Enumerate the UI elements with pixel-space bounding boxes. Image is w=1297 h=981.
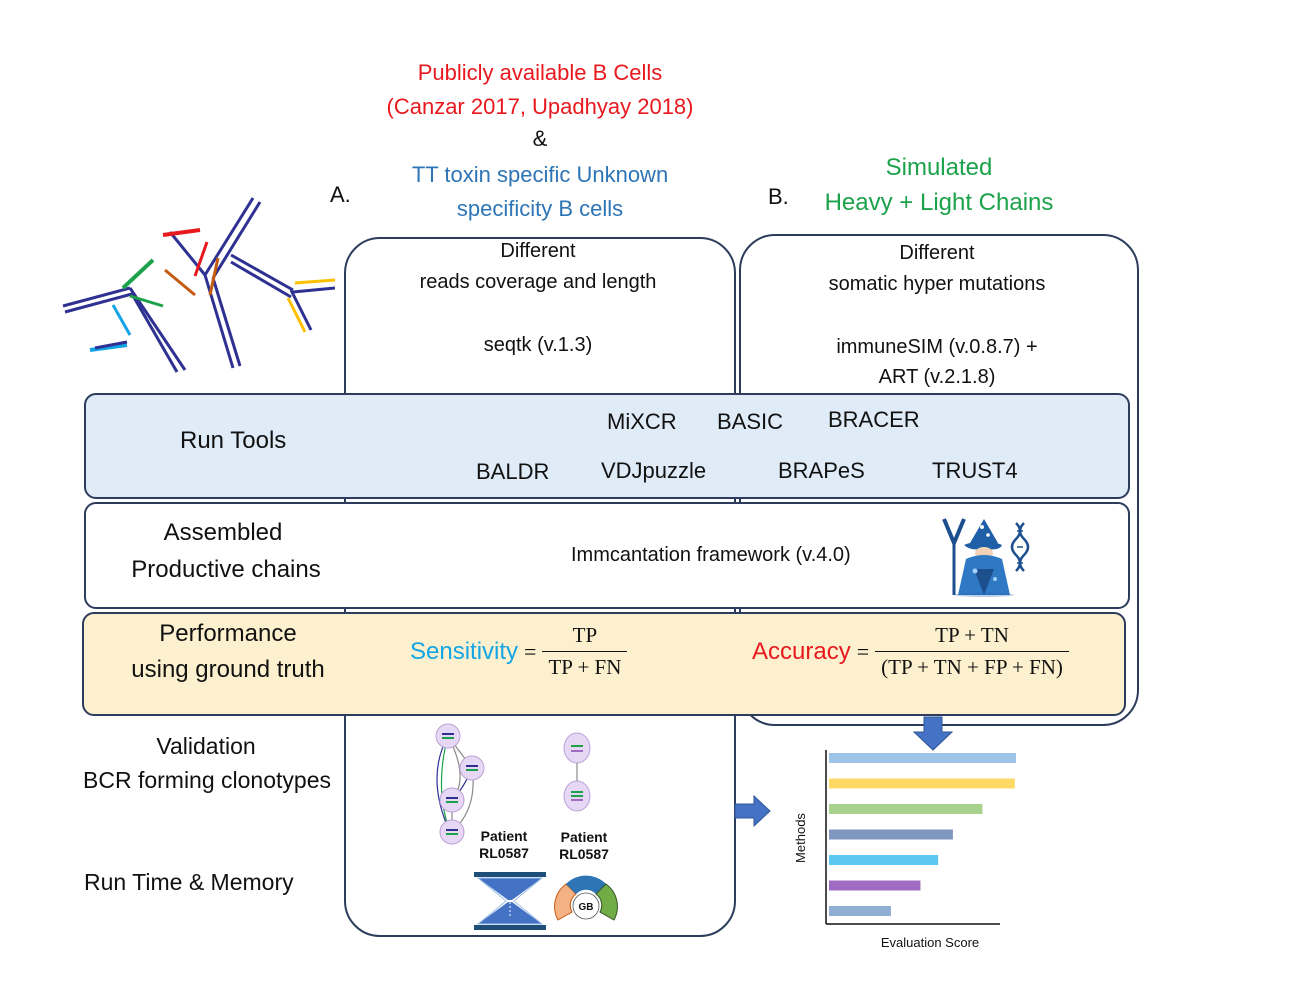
network-nodes bbox=[435, 723, 591, 845]
tool-vdjpuzzle: VDJpuzzle bbox=[601, 458, 707, 483]
chart-bar-1 bbox=[829, 753, 1016, 763]
accuracy-formula: Accuracy = TP + TN (TP + TN + FP + FN) bbox=[752, 623, 1069, 680]
tt-toxin-line2: specificity B cells bbox=[456, 196, 624, 221]
col-b-line2: somatic hyper mutations bbox=[828, 273, 1046, 295]
clonotype-network bbox=[435, 723, 591, 845]
accuracy-fraction: TP + TN (TP + TN + FP + FN) bbox=[875, 623, 1069, 680]
immcantation-label: Immcantation framework (v.4.0) bbox=[571, 544, 851, 566]
chart-bar-2 bbox=[829, 778, 1015, 789]
col-b-tool-line2: ART (v.2.1.8) bbox=[878, 366, 996, 388]
immcantation-wizard-logo bbox=[942, 518, 1030, 597]
accuracy-denominator: (TP + TN + FP + FN) bbox=[881, 655, 1063, 679]
antibody-illustration bbox=[62, 197, 335, 373]
chart-bar-3 bbox=[829, 804, 983, 814]
gauge-label: GB bbox=[579, 902, 594, 913]
chart-bar-5 bbox=[829, 855, 939, 865]
label-b: B. bbox=[768, 184, 789, 209]
chart-bar-6 bbox=[829, 880, 921, 891]
tool-trust4: TRUST4 bbox=[932, 458, 1018, 483]
tool-mixcr: MiXCR bbox=[607, 409, 677, 434]
patient1-label: Patient RL0587 bbox=[479, 828, 529, 861]
public-data-line2: (Canzar 2017, Upadhyay 2018) bbox=[386, 94, 694, 119]
accuracy-equals: = bbox=[856, 638, 870, 664]
assembled-line1: Assembled bbox=[163, 519, 283, 546]
assembled-line2: Productive chains bbox=[131, 556, 321, 583]
simulated-line1: Simulated bbox=[885, 154, 993, 181]
tool-bracer: BRACER bbox=[828, 407, 920, 432]
evaluation-bar-chart: Evaluation Score Methods bbox=[793, 750, 1016, 950]
col-a-tool: seqtk (v.1.3) bbox=[483, 334, 593, 356]
right-arrow-icon bbox=[734, 794, 771, 828]
sensitivity-denominator: TP + FN bbox=[548, 655, 622, 679]
sensitivity-equals: = bbox=[524, 638, 537, 664]
performance-band bbox=[82, 612, 1126, 716]
run-tools-label: Run Tools bbox=[180, 427, 287, 454]
sensitivity-label: Sensitivity bbox=[410, 637, 519, 665]
chart-ylabel: Methods bbox=[793, 813, 808, 863]
validation-line1: Validation bbox=[156, 733, 256, 759]
col-b-line1: Different bbox=[899, 242, 975, 264]
performance-line2: using ground truth bbox=[131, 656, 325, 683]
chart-bar-4 bbox=[829, 829, 953, 840]
label-a: A. bbox=[330, 182, 351, 207]
down-arrow-icon bbox=[912, 716, 954, 751]
validation-line2: BCR forming clonotypes bbox=[83, 767, 331, 793]
tool-brapes: BRAPeS bbox=[778, 458, 865, 483]
public-data-line1: Publicly available B Cells bbox=[417, 60, 663, 85]
ampersand: & bbox=[532, 126, 548, 151]
sensitivity-formula: Sensitivity = TP TP + FN bbox=[410, 623, 628, 680]
sensitivity-numerator: TP bbox=[572, 623, 598, 647]
col-b-tool-line1: immuneSIM (v.0.8.7) + bbox=[836, 336, 1038, 358]
chart-bar-7 bbox=[829, 906, 891, 916]
sensitivity-fraction: TP TP + FN bbox=[542, 623, 628, 680]
col-a-line1: Different bbox=[500, 240, 576, 262]
tool-basic: BASIC bbox=[717, 409, 784, 434]
assembled-band bbox=[84, 502, 1130, 609]
chart-xlabel: Evaluation Score bbox=[881, 935, 979, 950]
col-a-line2: reads coverage and length bbox=[419, 271, 657, 293]
patient2-label: Patient RL0587 bbox=[559, 829, 609, 862]
tt-toxin-line1: TT toxin specific Unknown bbox=[411, 162, 669, 187]
performance-line1: Performance bbox=[159, 620, 297, 647]
hourglass-icon bbox=[474, 872, 546, 930]
accuracy-label: Accuracy bbox=[752, 637, 851, 665]
memory-gauge-icon: GB bbox=[554, 875, 618, 921]
run-tools-band bbox=[84, 393, 1130, 499]
tool-baldr: BALDR bbox=[476, 459, 550, 484]
accuracy-numerator: TP + TN bbox=[935, 623, 1009, 647]
runtime-memory-label: Run Time & Memory bbox=[84, 869, 294, 895]
simulated-line2: Heavy + Light Chains bbox=[824, 189, 1054, 216]
